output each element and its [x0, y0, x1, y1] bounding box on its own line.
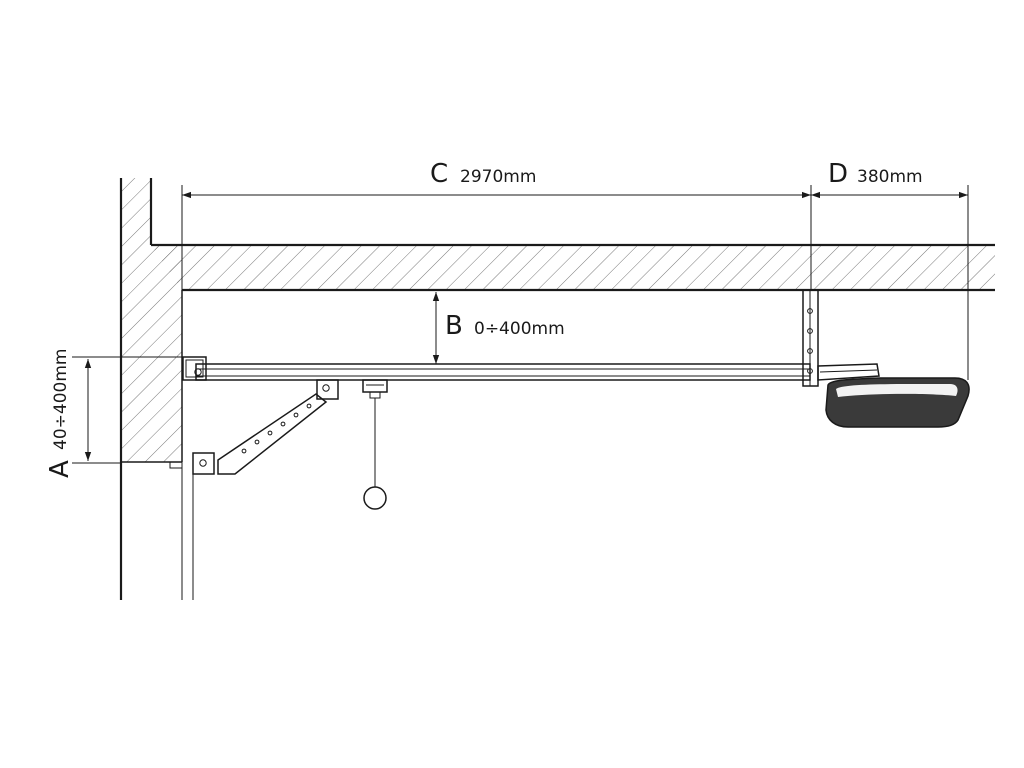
dimension-b-letter: B: [445, 311, 463, 341]
dimension-a: A 40÷400mm: [45, 349, 182, 478]
dimension-c-letter: C: [430, 159, 448, 189]
dimension-a-value: 40÷400mm: [51, 349, 71, 450]
motor-housing-highlight: [836, 384, 958, 397]
ceiling-hatch: [151, 245, 995, 290]
opener-rail: [195, 363, 811, 381]
ceiling-hanger-bracket: [802, 289, 819, 387]
door-arm: [192, 379, 339, 475]
dimension-d: D 380mm: [811, 159, 969, 380]
motor-unit: [817, 363, 970, 428]
dimension-d-letter: D: [828, 159, 848, 189]
dimension-c-value: 2970mm: [460, 167, 536, 187]
building-structure: [119, 178, 995, 600]
dimension-a-letter: A: [45, 460, 75, 478]
release-handle: [363, 486, 387, 510]
dimension-c: C 2970mm: [181, 159, 812, 290]
front-wall-bracket: [182, 356, 207, 381]
dimension-b-value: 0÷400mm: [474, 319, 565, 339]
trolley-and-release-cord: [362, 379, 388, 510]
dimension-b: B 0÷400mm: [432, 292, 565, 364]
dimension-d-value: 380mm: [857, 167, 923, 187]
